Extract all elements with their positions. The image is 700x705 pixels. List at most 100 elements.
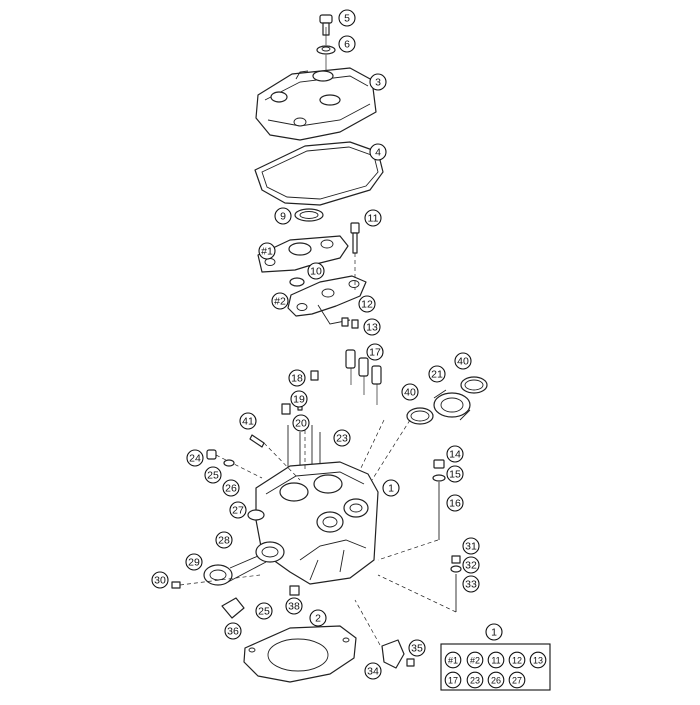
callout-9-label: 9 <box>280 211 286 223</box>
callout-19-label: 19 <box>293 394 305 406</box>
callout-30-label: 30 <box>154 575 166 587</box>
callout-33: 33 <box>462 575 480 593</box>
callout-40: 40 <box>454 352 472 370</box>
sensor-part <box>221 597 245 619</box>
callout-35: 35 <box>408 639 426 657</box>
kit-item-27-label: 27 <box>512 676 522 686</box>
hose-clamp-part <box>406 376 488 425</box>
callout-26-label: 26 <box>225 483 237 495</box>
valve-cover-part <box>255 67 377 141</box>
callout-6: 6 <box>338 35 356 53</box>
callout-25-label: 25 <box>207 470 219 482</box>
callout-1: 1 <box>382 479 400 497</box>
callout-41-label: 41 <box>242 416 254 428</box>
callout-4-label: 4 <box>375 147 381 159</box>
kit-item-26: 26 <box>487 671 505 689</box>
small-ring-part <box>289 277 305 287</box>
parts-drawing <box>171 14 488 683</box>
callout-4: 4 <box>369 143 387 161</box>
flange-bolt-part <box>171 574 261 589</box>
callout-34-label: 34 <box>367 666 379 678</box>
guide-bolt-part <box>406 658 415 667</box>
callout-5: 5 <box>338 9 356 27</box>
callout-12-label: 12 <box>361 299 373 311</box>
callout-21: 21 <box>428 365 446 383</box>
callout-36: 36 <box>224 622 242 640</box>
callout-hash1: #1 <box>258 242 276 260</box>
exhaust-flange-part <box>203 541 285 586</box>
kit-item-hash2-label: #2 <box>470 656 480 666</box>
callout-27: 27 <box>229 501 247 519</box>
callout-25-label: 25 <box>258 606 270 618</box>
callout-41: 41 <box>239 412 257 430</box>
callout-33-label: 33 <box>465 579 477 591</box>
intake-flange-part <box>433 389 471 421</box>
kit-item-17: 17 <box>444 671 462 689</box>
callout-1-label: 1 <box>388 483 394 495</box>
callout-25: 25 <box>204 466 222 484</box>
bolt-part <box>350 222 360 254</box>
kit-item-12-label: 12 <box>512 656 522 666</box>
fitting-part <box>289 585 300 596</box>
kit-item-11-label: 11 <box>491 656 500 666</box>
chain-guide-part <box>381 639 405 669</box>
callout-16-label: 16 <box>449 498 461 510</box>
callout-10: 10 <box>307 262 325 280</box>
callout-14: 14 <box>446 445 464 463</box>
dowel-part <box>341 317 359 329</box>
callout-24: 24 <box>186 449 204 467</box>
callout-29: 29 <box>185 553 203 571</box>
callout-13: 13 <box>363 318 381 336</box>
callout-2: 2 <box>309 609 327 627</box>
callout-32-label: 32 <box>465 560 477 572</box>
kit-item-hash1-label: #1 <box>448 656 458 666</box>
kit-item-hash2: #2 <box>466 651 484 669</box>
callout-3: 3 <box>369 73 387 91</box>
callout-11-label: 11 <box>368 213 379 225</box>
callout-hash1-label: #1 <box>261 246 273 258</box>
callout-13-label: 13 <box>366 322 378 334</box>
callout-29-label: 29 <box>188 557 200 569</box>
kit-item-13-label: 13 <box>533 656 543 666</box>
kit-item-hash1: #1 <box>444 651 462 669</box>
callout-3-label: 3 <box>375 77 381 89</box>
cover-gasket-part <box>254 141 384 206</box>
callout-40-label: 40 <box>457 356 469 368</box>
callout-10-label: 10 <box>310 266 322 278</box>
callout-19: 19 <box>290 390 308 408</box>
callout-14-label: 14 <box>449 449 461 461</box>
callout-hash2-label: #2 <box>274 296 286 308</box>
oring-part <box>294 208 324 222</box>
callout-23: 23 <box>333 429 351 447</box>
kit-callout: 1 <box>485 623 503 641</box>
kit-item-12: 12 <box>508 651 526 669</box>
washer-part <box>223 459 235 467</box>
callout-2-label: 2 <box>315 613 321 625</box>
tube-part <box>247 509 265 521</box>
kit-item-27: 27 <box>508 671 526 689</box>
callout-18: 18 <box>288 369 306 387</box>
callout-27-label: 27 <box>232 505 244 517</box>
callout-24-label: 24 <box>189 453 201 465</box>
callout-26: 26 <box>222 479 240 497</box>
leader-lines <box>263 27 457 646</box>
kit-contents-box: 1 #1 #2 11 12 13 17 23 26 27 <box>440 623 551 691</box>
callout-35-label: 35 <box>411 643 423 655</box>
callout-9: 9 <box>274 207 292 225</box>
hose-fitting-part <box>249 434 265 448</box>
callout-34: 34 <box>364 662 382 680</box>
kit-callout-label: 1 <box>491 627 497 639</box>
bearing-bridge-2-part <box>287 275 367 325</box>
callout-38-label: 38 <box>288 601 300 613</box>
kit-item-13: 13 <box>529 651 547 669</box>
kit-item-23-label: 23 <box>470 676 480 686</box>
callout-23-label: 23 <box>336 433 348 445</box>
callout-17: 17 <box>366 343 384 361</box>
callout-12: 12 <box>358 295 376 313</box>
callout-18-label: 18 <box>291 373 303 385</box>
kit-item-23: 23 <box>466 671 484 689</box>
callout-28-label: 28 <box>218 535 230 547</box>
callout-36-label: 36 <box>227 626 239 638</box>
